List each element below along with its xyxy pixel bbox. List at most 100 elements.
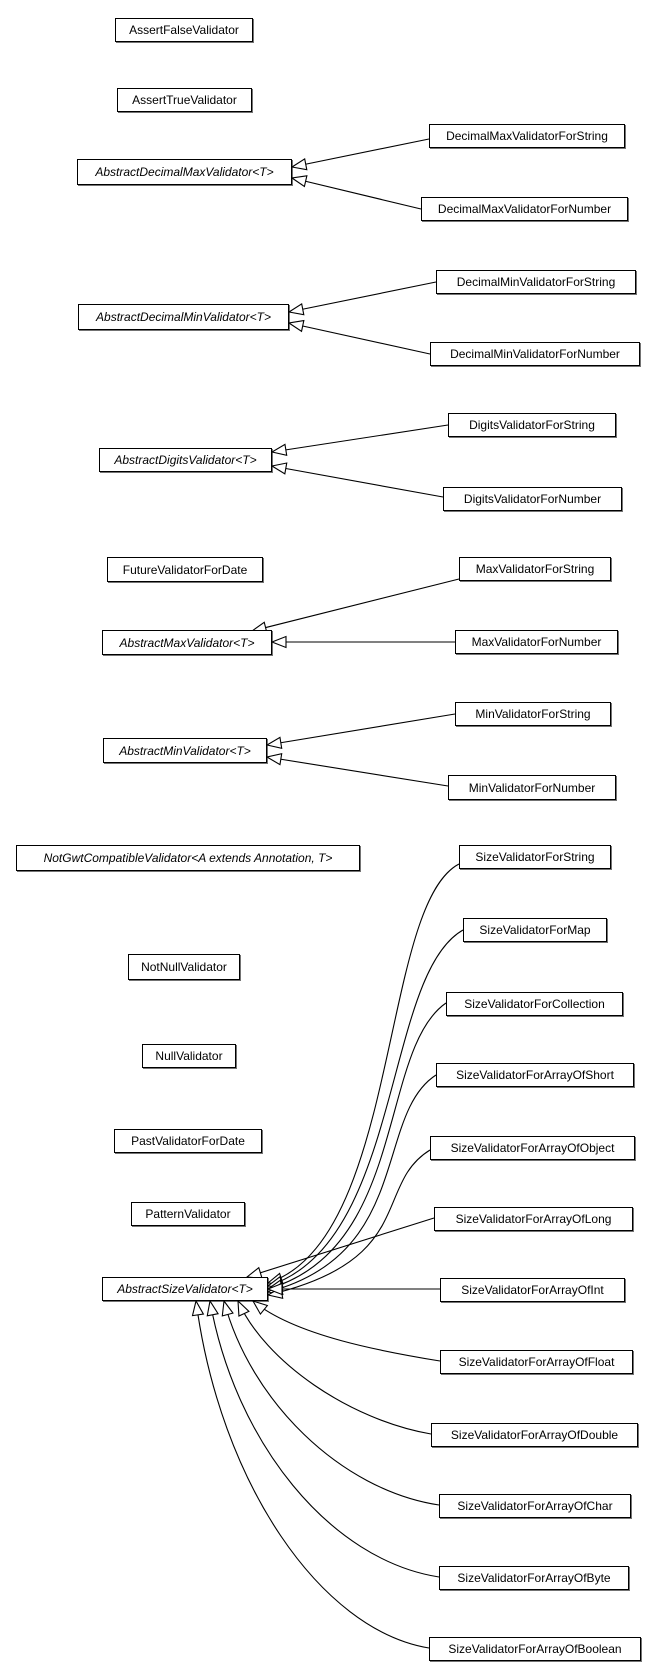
class-label: SizeValidatorForArrayOfObject — [450, 1141, 615, 1155]
class-label: SizeValidatorForString — [475, 850, 595, 864]
class-box-SizeValidatorForArrayOfBoolean[interactable]: SizeValidatorForArrayOfBoolean — [429, 1637, 641, 1661]
inheritance-edge-MaxValidatorForString — [251, 578, 460, 632]
class-box-DigitsValidatorForNumber[interactable]: DigitsValidatorForNumber — [443, 487, 622, 511]
class-label: SizeValidatorForMap — [479, 923, 591, 937]
class-box-AbstractSizeValidator[interactable]: AbstractSizeValidator<T> — [102, 1277, 268, 1301]
class-box-FutureValidatorForDate[interactable]: FutureValidatorForDate — [107, 557, 263, 582]
class-box-MaxValidatorForString[interactable]: MaxValidatorForString — [459, 557, 611, 581]
inheritance-edge-DecimalMaxValidatorForString — [291, 138, 430, 168]
class-box-DecimalMaxValidatorForString[interactable]: DecimalMaxValidatorForString — [429, 124, 625, 148]
class-label: AbstractMaxValidator<T> — [119, 635, 255, 650]
inheritance-edge-SizeValidatorForString — [267, 863, 460, 1284]
class-box-AbstractMinValidator[interactable]: AbstractMinValidator<T> — [103, 738, 267, 763]
class-label: SizeValidatorForArrayOfBoolean — [448, 1642, 622, 1656]
class-box-AssertTrueValidator[interactable]: AssertTrueValidator — [117, 88, 252, 112]
inheritance-edge-DigitsValidatorForString — [271, 424, 449, 453]
class-label: SizeValidatorForArrayOfInt — [461, 1283, 604, 1297]
generalization-arrowhead-icon — [270, 462, 288, 475]
generalization-arrowhead-icon — [270, 635, 287, 649]
class-label: AbstractDigitsValidator<T> — [114, 453, 257, 467]
class-box-DecimalMinValidatorForString[interactable]: DecimalMinValidatorForString — [436, 270, 636, 294]
class-box-SizeValidatorForArrayOfInt[interactable]: SizeValidatorForArrayOfInt — [440, 1278, 625, 1302]
inheritance-edge-SizeValidatorForArrayOfDouble — [237, 1300, 432, 1435]
class-box-NotNullValidator[interactable]: NotNullValidator — [128, 954, 240, 980]
inheritance-edge-DigitsValidatorForNumber — [271, 465, 444, 498]
class-box-AbstractDecimalMaxValidator[interactable]: AbstractDecimalMaxValidator<T> — [77, 159, 292, 185]
class-box-DecimalMinValidatorForNumber[interactable]: DecimalMinValidatorForNumber — [430, 342, 640, 366]
inheritance-edge-SizeValidatorForArrayOfFloat — [252, 1300, 441, 1362]
class-box-MinValidatorForNumber[interactable]: MinValidatorForNumber — [448, 775, 616, 800]
generalization-arrowhead-icon — [287, 303, 305, 316]
class-box-PatternValidator[interactable]: PatternValidator — [131, 1202, 245, 1226]
class-box-SizeValidatorForArrayOfDouble[interactable]: SizeValidatorForArrayOfDouble — [431, 1423, 638, 1447]
class-label: NotNullValidator — [141, 960, 227, 974]
class-box-AbstractMaxValidator[interactable]: AbstractMaxValidator<T> — [102, 630, 272, 655]
class-box-SizeValidatorForMap[interactable]: SizeValidatorForMap — [463, 918, 607, 942]
class-label: SizeValidatorForArrayOfByte — [457, 1571, 611, 1585]
class-label: MaxValidatorForNumber — [471, 635, 602, 649]
generalization-arrowhead-icon — [251, 1300, 269, 1316]
inheritance-edge-SizeValidatorForArrayOfLong — [246, 1217, 435, 1278]
class-box-SizeValidatorForArrayOfByte[interactable]: SizeValidatorForArrayOfByte — [439, 1566, 629, 1590]
class-label: SizeValidatorForArrayOfLong — [455, 1212, 612, 1226]
generalization-arrowhead-icon — [221, 1299, 234, 1317]
class-box-SizeValidatorForArrayOfObject[interactable]: SizeValidatorForArrayOfObject — [430, 1136, 635, 1160]
class-box-SizeValidatorForArrayOfLong[interactable]: SizeValidatorForArrayOfLong — [434, 1207, 633, 1231]
class-label: MinValidatorForString — [475, 707, 591, 721]
class-box-NotGwtCompatibleValidator[interactable]: NotGwtCompatibleValidator<A extends Anno… — [16, 845, 360, 871]
class-label: DecimalMaxValidatorForString — [446, 129, 608, 143]
inheritance-edge-SizeValidatorForCollection — [267, 1002, 447, 1290]
class-label: NullValidator — [155, 1049, 223, 1063]
inheritance-edge-SizeValidatorForArrayOfObject — [267, 1149, 431, 1296]
class-label: DecimalMinValidatorForNumber — [450, 347, 620, 361]
class-label: MinValidatorForNumber — [468, 780, 596, 795]
class-label: AssertFalseValidator — [129, 23, 239, 37]
inheritance-edge-SizeValidatorForArrayOfShort — [267, 1074, 437, 1293]
class-box-DecimalMaxValidatorForNumber[interactable]: DecimalMaxValidatorForNumber — [421, 197, 628, 221]
class-label: PatternValidator — [145, 1207, 231, 1221]
class-box-SizeValidatorForArrayOfFloat[interactable]: SizeValidatorForArrayOfFloat — [440, 1350, 633, 1374]
class-box-MaxValidatorForNumber[interactable]: MaxValidatorForNumber — [455, 630, 618, 654]
generalization-arrowhead-icon — [270, 443, 288, 456]
inheritance-edge-MinValidatorForString — [266, 713, 456, 746]
class-box-SizeValidatorForCollection[interactable]: SizeValidatorForCollection — [446, 992, 623, 1016]
class-label: DecimalMaxValidatorForNumber — [437, 202, 612, 216]
generalization-arrowhead-icon — [266, 1282, 283, 1296]
class-box-DigitsValidatorForString[interactable]: DigitsValidatorForString — [448, 413, 616, 437]
class-box-MinValidatorForString[interactable]: MinValidatorForString — [455, 702, 611, 726]
class-box-AbstractDecimalMinValidator[interactable]: AbstractDecimalMinValidator<T> — [78, 304, 289, 330]
generalization-arrowhead-icon — [237, 1299, 250, 1317]
inheritance-edge-SizeValidatorForArrayOfChar — [223, 1300, 440, 1506]
class-label: DecimalMinValidatorForString — [456, 275, 616, 289]
class-box-SizeValidatorForArrayOfShort[interactable]: SizeValidatorForArrayOfShort — [436, 1063, 634, 1087]
class-label: AbstractMinValidator<T> — [119, 743, 251, 758]
generalization-arrowhead-icon — [290, 175, 308, 188]
class-label: SizeValidatorForArrayOfDouble — [450, 1428, 619, 1442]
class-label: PastValidatorForDate — [131, 1134, 245, 1148]
class-box-SizeValidatorForString[interactable]: SizeValidatorForString — [459, 845, 611, 869]
class-box-AssertFalseValidator[interactable]: AssertFalseValidator — [115, 18, 253, 42]
class-label: DigitsValidatorForString — [469, 418, 595, 432]
generalization-arrowhead-icon — [265, 736, 283, 749]
inheritance-edge-SizeValidatorForArrayOfBoolean — [195, 1300, 430, 1649]
generalization-arrowhead-icon — [191, 1299, 205, 1317]
class-label: SizeValidatorForArrayOfChar — [457, 1499, 613, 1513]
class-label: SizeValidatorForCollection — [464, 997, 605, 1011]
inheritance-edge-DecimalMaxValidatorForNumber — [291, 177, 422, 210]
class-label: SizeValidatorForArrayOfShort — [456, 1068, 614, 1082]
generalization-arrowhead-icon — [206, 1299, 219, 1317]
class-label: AbstractSizeValidator<T> — [117, 1282, 253, 1296]
class-label: SizeValidatorForArrayOfFloat — [458, 1355, 615, 1369]
generalization-arrowhead-icon — [287, 319, 305, 333]
class-label: NotGwtCompatibleValidator<A extends Anno… — [43, 851, 333, 865]
class-box-SizeValidatorForArrayOfChar[interactable]: SizeValidatorForArrayOfChar — [439, 1494, 631, 1518]
class-box-PastValidatorForDate[interactable]: PastValidatorForDate — [114, 1129, 262, 1153]
class-label: FutureValidatorForDate — [122, 562, 248, 577]
class-box-NullValidator[interactable]: NullValidator — [142, 1044, 236, 1068]
inheritance-edge-DecimalMinValidatorForNumber — [288, 322, 431, 355]
class-box-AbstractDigitsValidator[interactable]: AbstractDigitsValidator<T> — [99, 448, 272, 472]
inheritance-edge-MinValidatorForNumber — [266, 756, 449, 787]
inheritance-edge-SizeValidatorForArrayOfByte — [209, 1300, 440, 1578]
